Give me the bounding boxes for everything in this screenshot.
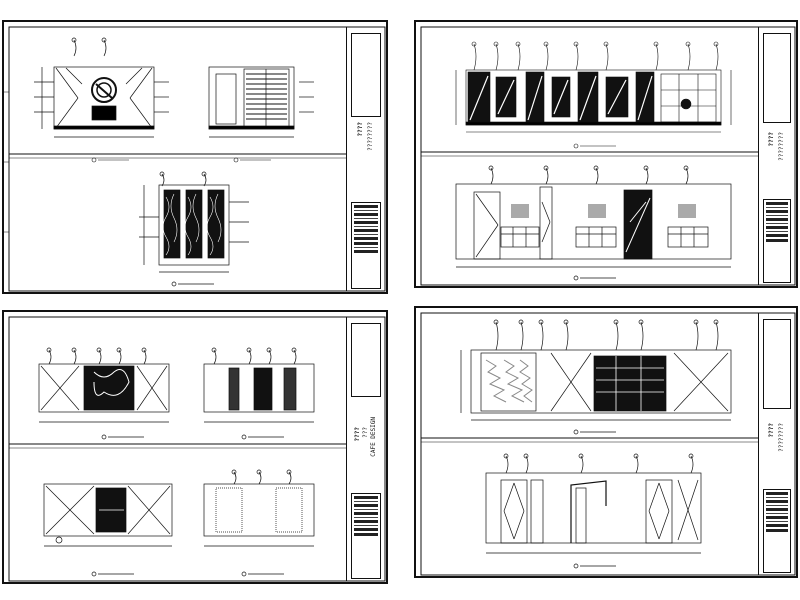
sheet-title-line-1: ???? <box>768 132 775 147</box>
plan-view <box>139 171 249 287</box>
title-block-logo-area <box>763 33 791 123</box>
title-block-2: ???? ???????? <box>758 27 795 285</box>
sheet-title-line-1: ???? <box>357 122 364 137</box>
title-block-info-grid <box>351 493 381 579</box>
title-block-4: ???? ???????? <box>758 313 795 575</box>
sheet-title-line-1: ???? <box>768 423 775 438</box>
title-block-info-grid <box>351 202 381 289</box>
elevation-g <box>43 483 173 577</box>
sheet-title-line-2: ???????? <box>778 132 785 161</box>
sheet-3-linework <box>8 316 386 582</box>
title-block-3: ???? ??? CAFE DESIGN <box>346 317 385 581</box>
drawing-sheet-1: ???? ???????? <box>2 20 388 294</box>
drawing-sheet-3: ???? ??? CAFE DESIGN <box>2 310 388 584</box>
sheet-title-line-2: ???????? <box>367 122 374 151</box>
elevation-d <box>455 165 732 281</box>
elevation-a <box>34 37 169 138</box>
sheet-2-linework <box>420 26 796 286</box>
title-block-1: ???? ???????? <box>346 27 385 291</box>
title-block-logo-area <box>351 33 381 117</box>
title-block-logo-area <box>351 323 381 397</box>
elevation-e <box>38 347 170 440</box>
drawing-sheet-2: ???? ???????? <box>414 20 798 288</box>
drawing-sheet-4: ???? ???????? <box>414 306 798 578</box>
elevation-j <box>485 453 702 569</box>
elevation-i <box>460 319 732 435</box>
elevation-f <box>203 347 315 440</box>
title-block-info-grid <box>763 489 791 573</box>
elevation-c <box>455 41 732 133</box>
sheet-title-line-2: ??? <box>362 427 369 438</box>
elevation-b <box>208 66 314 138</box>
title-block-info-grid <box>763 199 791 283</box>
elevation-h <box>203 469 315 577</box>
sheet-title-line-2: ???????? <box>778 423 785 452</box>
sheet-4-linework <box>420 312 796 576</box>
title-block-logo-area <box>763 319 791 409</box>
sheet-title-line-3: CAFE DESIGN <box>370 417 377 457</box>
sheet-1-linework <box>4 26 386 292</box>
sheet-title-line-1: ???? <box>354 427 361 442</box>
